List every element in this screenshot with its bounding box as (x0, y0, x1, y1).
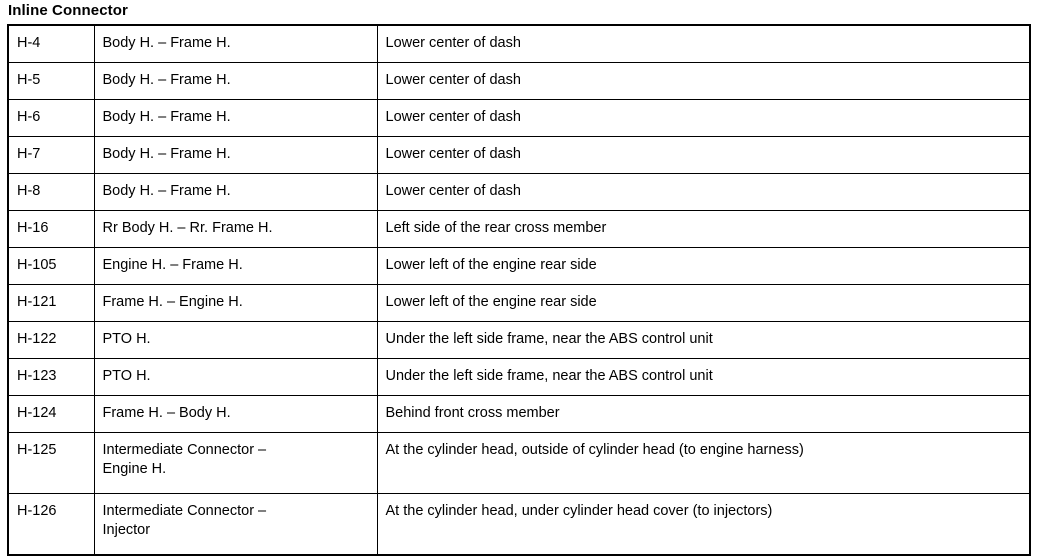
cell-connector-id: H-8 (7, 173, 95, 211)
table-row: H-123 PTO H. Under the left side frame, ne… (7, 358, 1031, 396)
cell-location-text: At the cylinder head, outside of cylinde… (385, 442, 804, 458)
cell-connector-id-text: H-8 (17, 183, 41, 199)
cell-harness-text: Rr Body H. – Rr. Frame H. (102, 220, 273, 236)
cell-connector-id: H-5 (7, 62, 95, 100)
cell-harness: Engine H. – Frame H. (93, 247, 378, 285)
cell-harness: Rr Body H. – Rr. Frame H. (93, 210, 378, 248)
cell-connector-id-text: H-4 (17, 35, 41, 51)
cell-connector-id: H-125 (7, 432, 95, 494)
cell-harness-text: Body H. – Frame H. (102, 109, 231, 125)
cell-location: Lower center of dash (376, 136, 1031, 174)
table-row: H-124 Frame H. – Body H. Behind front cros… (7, 395, 1031, 433)
cell-harness: Body H. – Frame H. (93, 24, 378, 63)
cell-location-text: Lower center of dash (385, 35, 521, 51)
table-row: H-121 Frame H. – Engine H. Lower left of t… (7, 284, 1031, 322)
cell-harness: Frame H. – Engine H. (93, 284, 378, 322)
cell-connector-id-text: H-124 (17, 405, 57, 421)
cell-connector-id-text: H-126 (17, 503, 57, 519)
cell-harness-text: Body H. – Frame H. (102, 146, 231, 162)
cell-location: Lower left of the engine rear side (376, 284, 1031, 322)
cell-connector-id: H-121 (7, 284, 95, 322)
cell-connector-id: H-6 (7, 99, 95, 137)
cell-harness: Body H. – Frame H. (93, 136, 378, 174)
cell-location-text: Lower center of dash (385, 183, 521, 199)
cell-connector-id-text: H-121 (17, 294, 57, 310)
cell-harness: PTO H. (93, 358, 378, 396)
table-row: H-122 PTO H. Under the left side frame, ne… (7, 321, 1031, 359)
cell-harness-text: Intermediate Connector – Injector (102, 503, 267, 538)
cell-location-text: Lower left of the engine rear side (385, 294, 597, 310)
cell-connector-id-text: H-6 (17, 109, 41, 125)
cell-location-text: Lower center of dash (385, 72, 521, 88)
cell-location-text: Behind front cross member (385, 405, 560, 421)
table-row: H-126 Intermediate Connector – Injector At… (7, 493, 1031, 556)
cell-harness-text: PTO H. (102, 331, 151, 347)
cell-location-text: Lower left of the engine rear side (385, 257, 597, 273)
cell-harness-text: Body H. – Frame H. (102, 72, 231, 88)
cell-connector-id: H-122 (7, 321, 95, 359)
cell-location-text: Left side of the rear cross member (385, 220, 607, 236)
cell-location: Left side of the rear cross member (376, 210, 1031, 248)
cell-harness: Body H. – Frame H. (93, 173, 378, 211)
cell-location: At the cylinder head, under cylinder hea… (376, 493, 1031, 556)
cell-location: Lower center of dash (376, 99, 1031, 137)
cell-location: Behind front cross member (376, 395, 1031, 433)
cell-harness-text: Frame H. – Engine H. (102, 294, 243, 310)
cell-location: Under the left side frame, near the ABS … (376, 321, 1031, 359)
cell-harness-text: Intermediate Connector – Engine H. (102, 442, 267, 477)
table-row: H-16 Rr Body H. – Rr. Frame H. Left side o… (7, 210, 1031, 248)
table-row: H-105 Engine H. – Frame H. Lower left of t… (7, 247, 1031, 285)
cell-location: Lower left of the engine rear side (376, 247, 1031, 285)
cell-connector-id: H-123 (7, 358, 95, 396)
cell-connector-id-text: H-125 (17, 442, 57, 458)
cell-connector-id: H-105 (7, 247, 95, 285)
table-row: H-125 Intermediate Connector – Engine H. A… (7, 432, 1031, 494)
cell-location-text: Under the left side frame, near the ABS … (385, 331, 713, 347)
cell-location: Lower center of dash (376, 24, 1031, 63)
table-row: H-6 Body H. – Frame H. Lower center of das… (7, 99, 1031, 137)
cell-harness-text: Body H. – Frame H. (102, 35, 231, 51)
cell-connector-id-text: H-122 (17, 331, 57, 347)
cell-location-text: At the cylinder head, under cylinder hea… (385, 503, 773, 519)
cell-connector-id: H-16 (7, 210, 95, 248)
cell-location: Lower center of dash (376, 173, 1031, 211)
cell-connector-id-text: H-7 (17, 146, 41, 162)
cell-harness: Frame H. – Body H. (93, 395, 378, 433)
cell-location: At the cylinder head, outside of cylinde… (376, 432, 1031, 494)
table-row: H-8 Body H. – Frame H. Lower center of das… (7, 173, 1031, 211)
cell-location: Lower center of dash (376, 62, 1031, 100)
cell-location: Under the left side frame, near the ABS … (376, 358, 1031, 396)
cell-connector-id-text: H-105 (17, 257, 57, 273)
cell-connector-id: H-124 (7, 395, 95, 433)
table-row: H-5 Body H. – Frame H. Lower center of das… (7, 62, 1031, 100)
cell-harness: Body H. – Frame H. (93, 62, 378, 100)
cell-connector-id-text: H-123 (17, 368, 57, 384)
cell-harness: Intermediate Connector – Injector (93, 493, 378, 556)
cell-harness: PTO H. (93, 321, 378, 359)
cell-harness-text: Engine H. – Frame H. (102, 257, 243, 273)
cell-location-text: Under the left side frame, near the ABS … (385, 368, 713, 384)
table-row: H-4 Body H. – Frame H. Lower center of das… (7, 24, 1031, 63)
page-title: Inline Connector (8, 2, 128, 19)
cell-connector-id-text: H-5 (17, 72, 41, 88)
cell-location-text: Lower center of dash (385, 109, 521, 125)
cell-harness: Intermediate Connector – Engine H. (93, 432, 378, 494)
cell-location-text: Lower center of dash (385, 146, 521, 162)
cell-harness-text: Frame H. – Body H. (102, 405, 231, 421)
cell-harness: Body H. – Frame H. (93, 99, 378, 137)
cell-connector-id: H-4 (7, 24, 95, 63)
cell-harness-text: Body H. – Frame H. (102, 183, 231, 199)
cell-connector-id: H-126 (7, 493, 95, 556)
cell-connector-id-text: H-16 (17, 220, 49, 236)
table-row: H-7 Body H. – Frame H. Lower center of das… (7, 136, 1031, 174)
cell-connector-id: H-7 (7, 136, 95, 174)
cell-harness-text: PTO H. (102, 368, 151, 384)
